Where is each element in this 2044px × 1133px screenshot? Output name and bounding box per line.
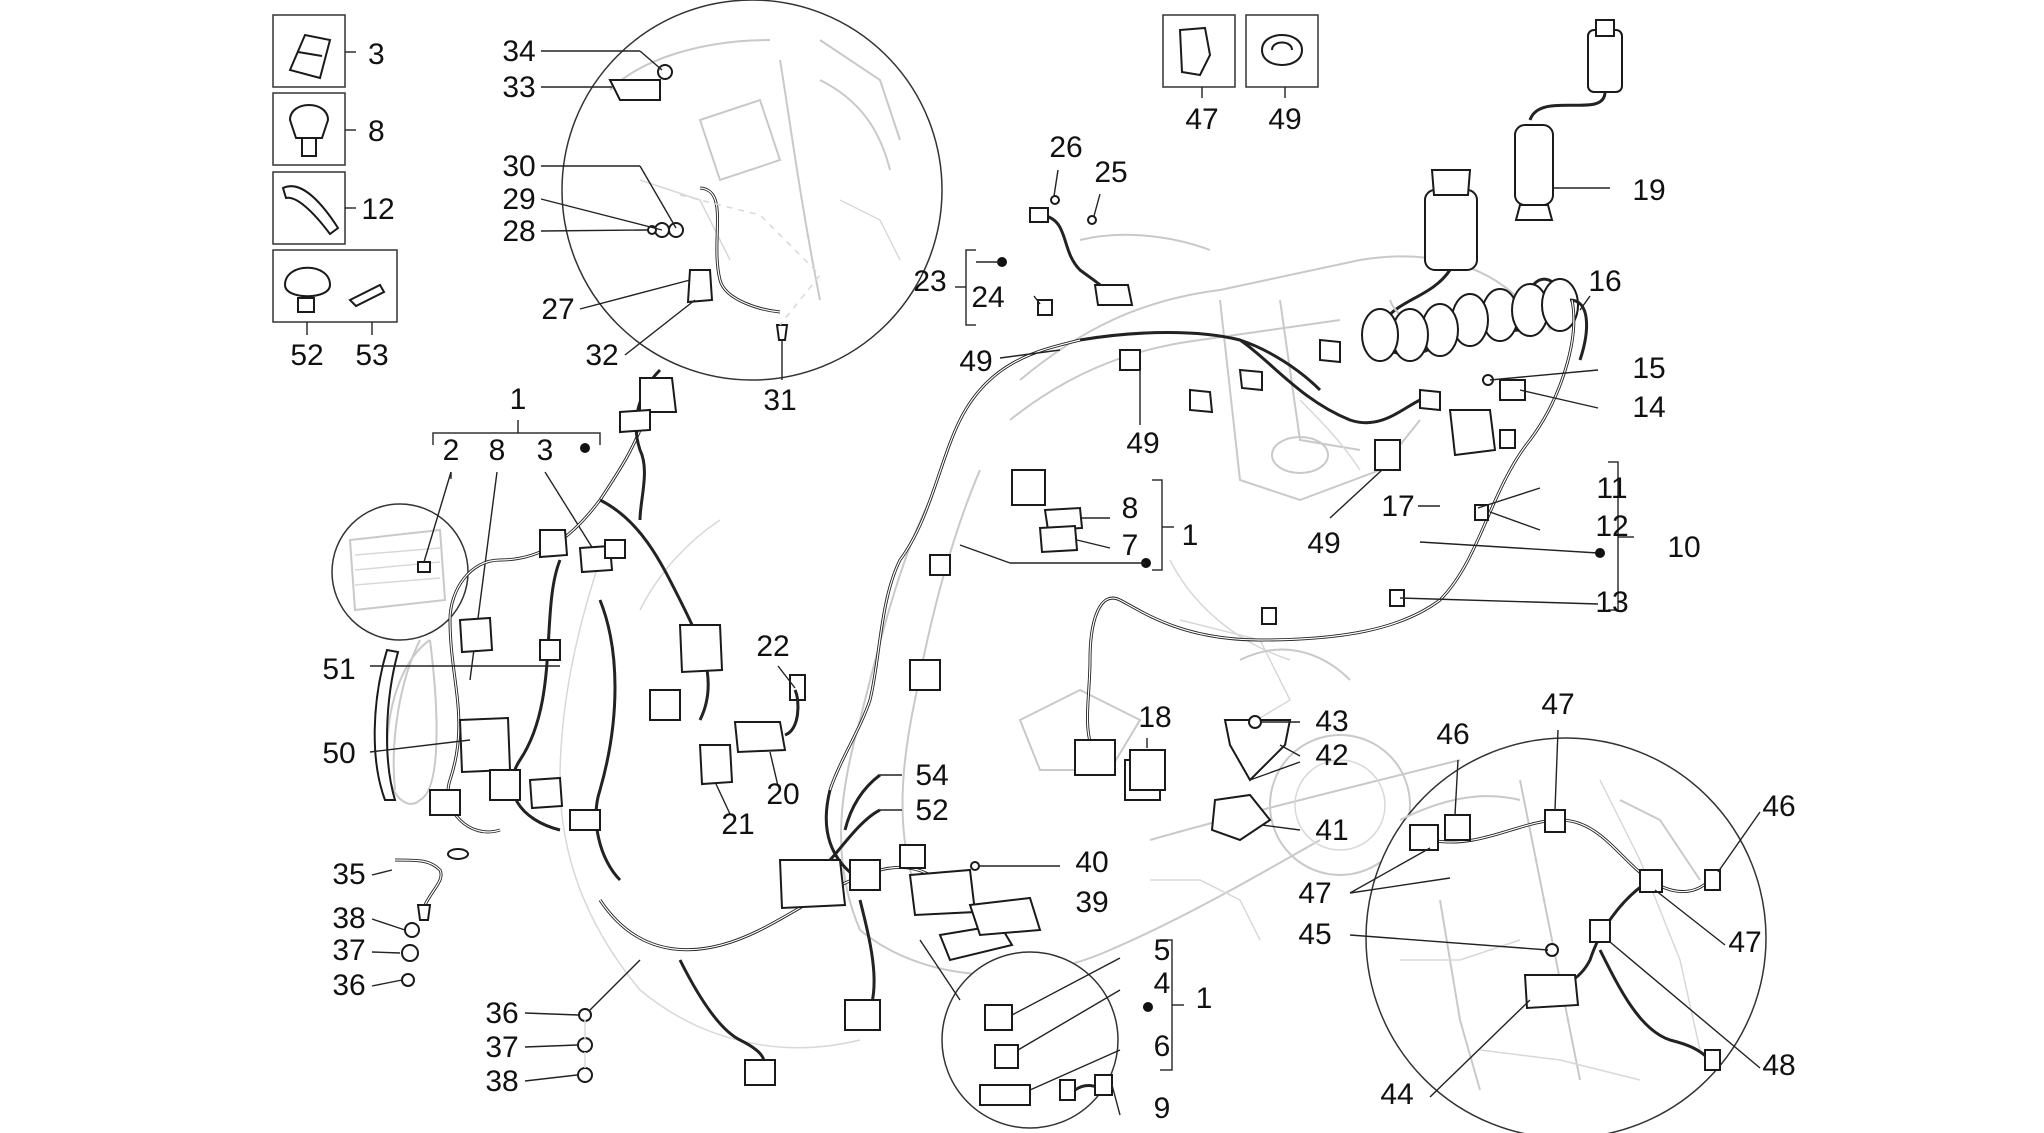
- callout-10: 10: [1667, 531, 1700, 564]
- callout-38-bottom: 38: [485, 1065, 518, 1098]
- boxed-part-12: [272, 171, 356, 245]
- callout-30: 30: [502, 150, 535, 183]
- callout-2: 2: [443, 434, 460, 467]
- callout-8-left: 8: [489, 434, 506, 467]
- callout-43: 43: [1315, 705, 1348, 738]
- callout-33: 33: [502, 71, 535, 104]
- callout-9: 9: [1154, 1092, 1171, 1125]
- callout-7: 7: [1122, 529, 1139, 562]
- callout-38-left: 38: [332, 902, 365, 935]
- leader-lines-top-circle: [540, 50, 783, 380]
- center-harness-parts: [828, 169, 1441, 791]
- callout-49-center: 49: [1126, 427, 1159, 460]
- detail-inset-circle-top: [561, 0, 943, 381]
- callout-50: 50: [322, 737, 355, 770]
- battery-harness-10: [1074, 295, 1634, 801]
- callout-6: 6: [1154, 1030, 1171, 1063]
- callout-48: 48: [1762, 1049, 1795, 1082]
- callout-labels: 3 8 12 52 53 34 33 30 29 28 27 32 31 47 …: [290, 35, 1795, 1125]
- callout-11: 11: [1596, 472, 1627, 505]
- relay-parts-20-22: [698, 665, 806, 815]
- mount-parts-41-43: [968, 715, 1301, 937]
- callout-44: 44: [1380, 1078, 1413, 1111]
- callout-12-right: 12: [1595, 510, 1628, 543]
- main-harness-left: [331, 368, 724, 882]
- boxed-part-3: [272, 14, 356, 88]
- callout-8: 8: [368, 115, 385, 148]
- callout-37-bottom: 37: [485, 1031, 518, 1064]
- callout-1-center: 1: [1182, 519, 1199, 552]
- callout-47-left: 47: [1298, 877, 1331, 910]
- callout-20: 20: [766, 778, 799, 811]
- charger-plug-part-19: [1514, 19, 1623, 221]
- callout-47-upper: 47: [1541, 688, 1574, 721]
- callout-17: 17: [1381, 490, 1414, 523]
- callout-35: 35: [332, 858, 365, 891]
- callout-46-left: 46: [1436, 718, 1469, 751]
- callout-40: 40: [1075, 846, 1108, 879]
- boxed-part-52-53: [272, 249, 398, 335]
- callout-16: 16: [1588, 265, 1621, 298]
- scooter-frame-ghost: [559, 233, 1521, 1049]
- callout-27: 27: [541, 293, 574, 326]
- callout-42: 42: [1315, 739, 1348, 772]
- callout-37-left: 37: [332, 934, 365, 967]
- callout-22: 22: [756, 630, 789, 663]
- callout-1-left: 1: [510, 383, 527, 416]
- callout-41: 41: [1315, 814, 1348, 847]
- callout-49-center-left: 49: [959, 345, 992, 378]
- callout-49-right: 49: [1307, 527, 1340, 560]
- callout-49-top: 49: [1268, 103, 1301, 136]
- coiled-charge-cable: [1361, 169, 1589, 362]
- detail-inset-circle-bottom: [919, 939, 1184, 1129]
- callout-31: 31: [763, 384, 796, 417]
- callout-54: 54: [915, 759, 948, 792]
- callout-36-left: 36: [332, 969, 365, 1002]
- callout-4: 4: [1154, 967, 1171, 1000]
- callout-5: 5: [1154, 934, 1171, 967]
- boxed-part-8: [272, 92, 356, 166]
- callout-13: 13: [1595, 586, 1628, 619]
- callout-47-right: 47: [1728, 926, 1761, 959]
- callout-47-top: 47: [1185, 103, 1218, 136]
- callout-14: 14: [1632, 391, 1665, 424]
- callout-52: 52: [290, 339, 323, 372]
- callout-46-right: 46: [1762, 790, 1795, 823]
- battery-cable-35-38: [371, 848, 641, 1083]
- boxed-part-47-top: [1162, 14, 1236, 98]
- callout-18: 18: [1138, 701, 1171, 734]
- callout-28: 28: [502, 215, 535, 248]
- callout-8-center: 8: [1122, 492, 1139, 525]
- boxed-part-49-top: [1245, 14, 1319, 98]
- callout-3-left: 3: [537, 434, 554, 467]
- callout-39: 39: [1075, 886, 1108, 919]
- detail-inset-circle-right: [1349, 729, 1767, 1133]
- callout-36-bottom: 36: [485, 997, 518, 1030]
- callout-25: 25: [1094, 156, 1127, 189]
- callout-12: 12: [361, 193, 394, 226]
- callout-52-center: 52: [915, 794, 948, 827]
- callout-19: 19: [1632, 174, 1665, 207]
- callout-34: 34: [502, 35, 535, 68]
- callout-51: 51: [322, 653, 355, 686]
- callout-24: 24: [971, 281, 1004, 314]
- callout-23: 23: [913, 265, 946, 298]
- callout-1-bottom: 1: [1196, 982, 1213, 1015]
- callout-3: 3: [368, 38, 385, 71]
- callout-32: 32: [585, 339, 618, 372]
- callout-45: 45: [1298, 918, 1331, 951]
- callout-29: 29: [502, 183, 535, 216]
- callout-26: 26: [1049, 131, 1082, 164]
- callout-15: 15: [1632, 352, 1665, 385]
- callout-53: 53: [355, 339, 388, 372]
- callout-21: 21: [721, 808, 754, 841]
